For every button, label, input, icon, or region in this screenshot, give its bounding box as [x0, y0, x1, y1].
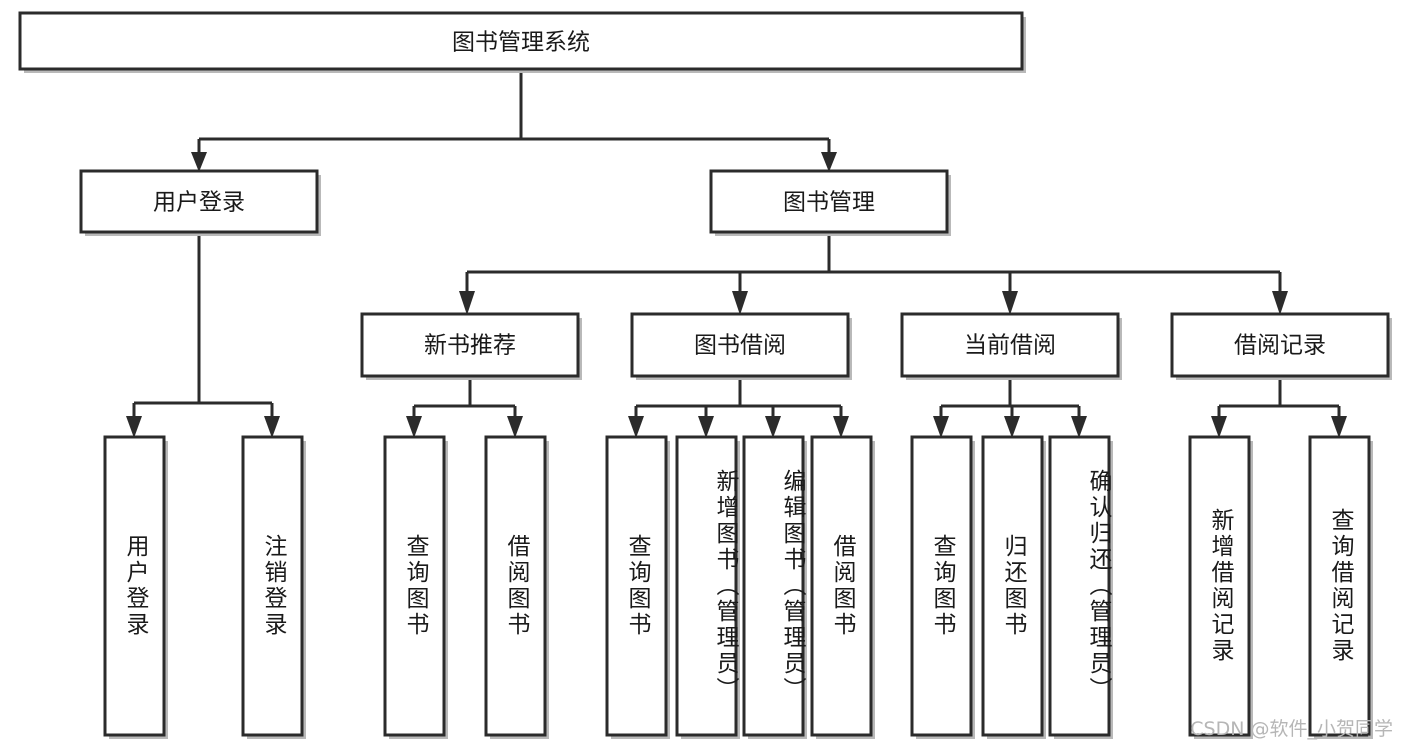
- leaf-query-book-b-box[interactable]: [605, 435, 668, 737]
- borrow-record-label: 借阅记录: [1234, 333, 1326, 359]
- book-manage-box[interactable]: [709, 169, 949, 234]
- leaf-borrow-book-b-box[interactable]: [810, 435, 873, 737]
- current-borrow-label: 当前借阅: [964, 333, 1056, 359]
- connector-new-book-rec-trunk: [412, 376, 517, 422]
- arrow-to-leaf-add-book: [698, 416, 714, 438]
- leaf-edit-book-box[interactable]: [742, 435, 805, 737]
- book-manage-label: 图书管理: [783, 190, 875, 216]
- connector-current-borrow-trunk: [939, 376, 1081, 422]
- connector-root-trunk: [197, 69, 831, 158]
- connector-book-borrow-trunk: [634, 376, 843, 422]
- arrow-to-book-borrow: [732, 291, 748, 315]
- arrow-to-leaf-query-book-c: [933, 416, 949, 438]
- new-book-rec-label: 新书推荐: [424, 333, 516, 359]
- user-login-box[interactable]: [79, 169, 319, 234]
- current-borrow-box[interactable]: [900, 312, 1120, 378]
- book-borrow-box[interactable]: [630, 312, 850, 378]
- connector-user-login-trunk: [132, 232, 274, 422]
- user-login-label: 用户登录: [153, 190, 245, 216]
- new-book-rec-box[interactable]: [360, 312, 580, 378]
- arrow-to-leaf-query-record: [1331, 416, 1347, 438]
- leaf-confirm-return-box[interactable]: [1048, 435, 1111, 737]
- leaf-borrow-book-rec-box[interactable]: [484, 435, 547, 737]
- leaf-logout-box[interactable]: [241, 435, 304, 737]
- arrow-to-leaf-query-book-b: [628, 416, 644, 438]
- arrow-to-leaf-return-book: [1004, 416, 1020, 438]
- root-node-box[interactable]: [18, 11, 1024, 71]
- leaf-add-record-box[interactable]: [1188, 435, 1251, 737]
- leaf-query-book-rec-box[interactable]: [383, 435, 446, 737]
- connector-layer: [126, 69, 1347, 438]
- arrow-to-leaf-add-record: [1211, 416, 1227, 438]
- arrow-to-leaf-confirm-return: [1071, 416, 1087, 438]
- borrow-record-box[interactable]: [1170, 312, 1390, 378]
- arrow-to-current-borrow: [1002, 291, 1018, 315]
- leaf-user-login-box[interactable]: [103, 435, 166, 737]
- node-layer: 图书管理系统 用户登录 图书管理 新书推荐 图书借阅 当前借阅 借阅记录: [18, 11, 1392, 739]
- arrow-to-leaf-user-login: [126, 416, 142, 438]
- arrow-to-leaf-borrow-book-b: [833, 416, 849, 438]
- arrow-to-new-book-rec: [459, 291, 475, 315]
- arrow-to-leaf-logout: [264, 416, 280, 438]
- arrow-to-leaf-borrow-book-rec: [507, 416, 523, 438]
- root-node-label: 图书管理系统: [452, 30, 590, 56]
- leaf-query-record-box[interactable]: [1308, 435, 1371, 737]
- arrow-to-book-manage: [821, 152, 837, 172]
- connector-borrow-record-trunk: [1217, 376, 1341, 422]
- connector-book-manage-trunk: [465, 232, 1282, 297]
- leaf-return-book-box[interactable]: [981, 435, 1044, 737]
- leaf-query-book-c-box[interactable]: [910, 435, 973, 737]
- arrow-to-leaf-query-book-rec: [406, 416, 422, 438]
- watermark-text: CSDN @软件_小贺同学: [1190, 718, 1393, 740]
- arrow-to-user-login: [191, 152, 207, 172]
- book-borrow-label: 图书借阅: [694, 333, 786, 359]
- arrow-to-leaf-edit-book: [765, 416, 781, 438]
- arrow-to-borrow-record: [1272, 291, 1288, 315]
- leaf-add-book-box[interactable]: [675, 435, 738, 737]
